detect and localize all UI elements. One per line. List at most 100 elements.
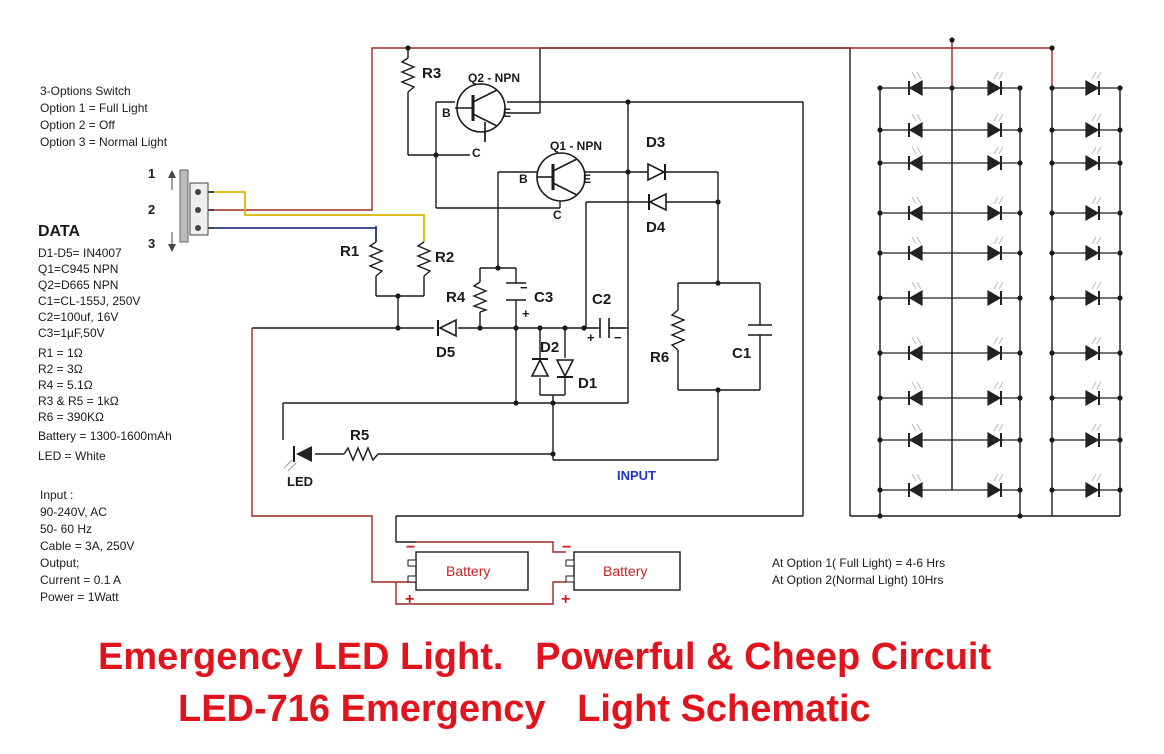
white-led — [908, 423, 923, 448]
label-led: LED — [287, 474, 313, 489]
resistor-r4 — [472, 281, 489, 313]
resistor-r2 — [416, 241, 432, 277]
junction-dot — [1017, 295, 1023, 301]
resistor-r3 — [400, 57, 416, 93]
data-heading: DATA — [38, 223, 81, 240]
switch-option-3: Option 3 = Normal Light — [40, 135, 168, 149]
junction-dot — [1117, 85, 1123, 91]
c3-plus: + — [522, 306, 530, 321]
battery-1-minus: − — [406, 539, 415, 556]
junction-dot — [1017, 160, 1023, 166]
junction-dot — [513, 400, 519, 406]
battery-1-label: Battery — [446, 563, 490, 579]
junction-dot — [877, 295, 883, 301]
junction-dot — [1017, 487, 1023, 493]
label-r4: R4 — [446, 289, 466, 306]
label-q2-e: E — [503, 106, 511, 120]
diode-d1 — [555, 359, 575, 378]
junction-dot — [625, 99, 631, 105]
data-line: LED = White — [38, 449, 106, 463]
junction-dot — [1117, 487, 1123, 493]
white-led — [987, 281, 1004, 306]
white-led — [987, 473, 1004, 498]
junction-dot — [1049, 250, 1055, 256]
label-input: INPUT — [617, 468, 656, 483]
junction-dot — [581, 325, 587, 331]
battery-2-minus: − — [562, 539, 571, 556]
white-led — [1085, 236, 1102, 261]
data-line: R4 = 5.1Ω — [38, 378, 93, 392]
junction-dot — [877, 160, 883, 166]
label-q2-b: B — [442, 106, 451, 120]
label-r1: R1 — [340, 243, 359, 260]
junction-dot — [1117, 395, 1123, 401]
white-led — [987, 423, 1004, 448]
white-led — [908, 281, 923, 306]
black-wires — [252, 47, 1121, 543]
data-line: C3=1µF,50V — [38, 326, 105, 340]
white-led — [1085, 423, 1102, 448]
io-line: Output; — [40, 556, 79, 570]
junction-dot — [877, 250, 883, 256]
junction-dot — [949, 85, 955, 91]
junction-dot — [495, 265, 501, 271]
junction-dot — [877, 513, 883, 519]
white-led — [987, 113, 1004, 138]
junction-dot — [1049, 160, 1055, 166]
resistors — [343, 57, 686, 462]
switch-option-2: Option 2 = Off — [40, 118, 115, 132]
red-wires — [213, 40, 1053, 605]
label-d2: D2 — [540, 339, 559, 356]
junction-dot — [395, 325, 401, 331]
white-led — [1085, 71, 1102, 96]
junction-dot — [1049, 350, 1055, 356]
junction-dot — [715, 199, 721, 205]
junction-dot — [537, 325, 543, 331]
white-led — [1085, 146, 1102, 171]
junction-dot — [625, 169, 631, 175]
junction-dot — [1049, 45, 1055, 51]
white-led — [987, 196, 1004, 221]
switch-pos-3: 3 — [148, 236, 155, 251]
junction-dot — [1049, 127, 1055, 133]
junction-dot — [513, 325, 519, 331]
junction-dot — [433, 152, 439, 158]
junction-dot — [1117, 350, 1123, 356]
junction-dot — [1117, 437, 1123, 443]
battery-2 — [573, 551, 681, 591]
runtime-note-1: At Option 1( Full Light) = 4-6 Hrs — [772, 556, 945, 570]
label-d4: D4 — [646, 219, 666, 236]
data-line: R1 = 1Ω — [38, 346, 83, 360]
junction-dot — [877, 350, 883, 356]
junction-dot — [1017, 437, 1023, 443]
junction-dot — [1017, 210, 1023, 216]
white-led — [987, 336, 1004, 361]
label-c3: C3 — [534, 289, 553, 306]
junction-dot — [1017, 513, 1023, 519]
led-indicator — [283, 446, 312, 472]
data-line: D1-D5= IN4007 — [38, 246, 122, 260]
blue-wire — [213, 227, 377, 242]
label-r5: R5 — [350, 427, 369, 444]
white-led — [1085, 196, 1102, 221]
data-line: C1=CL-155J, 250V — [38, 294, 140, 308]
white-led — [1085, 281, 1102, 306]
io-line: 50- 60 Hz — [40, 522, 92, 536]
resistor-r5 — [343, 446, 379, 462]
label-q1-e: E — [583, 172, 591, 186]
junction-dot — [715, 280, 721, 286]
title-line-2: LED-716 Emergency Light Schematic — [178, 688, 871, 730]
junction-dot — [1117, 295, 1123, 301]
data-line: Q1=C945 NPN — [38, 262, 118, 276]
junction-dot — [550, 400, 556, 406]
io-line: 90-240V, AC — [40, 505, 107, 519]
c2-plus: + — [587, 330, 595, 345]
white-led — [908, 381, 923, 406]
switch-option-1: Option 1 = Full Light — [40, 101, 148, 115]
data-line: Battery = 1300-1600mAh — [38, 429, 172, 443]
junction-dot — [1049, 487, 1055, 493]
runtime-note-2: At Option 2(Normal Light) 10Hrs — [772, 573, 943, 587]
label-d1: D1 — [578, 375, 597, 392]
c3-minus: − — [520, 280, 528, 295]
label-c2: C2 — [592, 291, 611, 308]
